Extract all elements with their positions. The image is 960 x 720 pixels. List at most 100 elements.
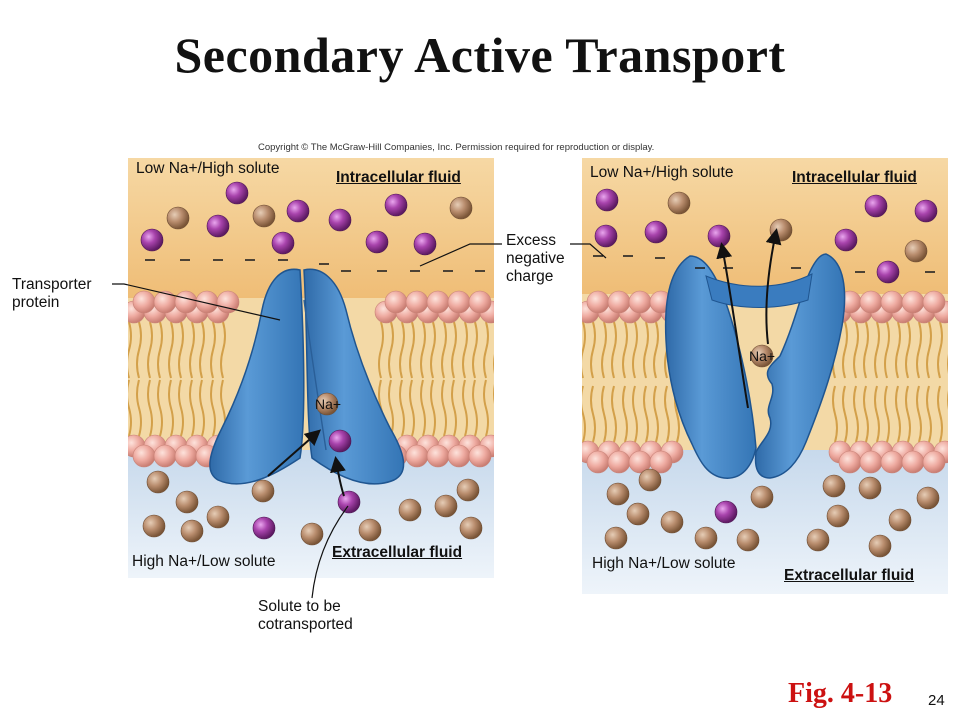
lipid-tail [582, 321, 586, 379]
excess-leader-left [419, 243, 502, 267]
lipid-tail [622, 385, 628, 443]
lipid-tail [926, 321, 932, 379]
solute-molecule-icon [384, 193, 408, 217]
sodium-ion-icon [459, 516, 483, 540]
lipid-head [216, 290, 240, 314]
left-sodium-label: Na+ [315, 396, 342, 412]
sodium-ion-icon [667, 191, 691, 215]
lipid-tail [399, 321, 405, 379]
callout-line: charge [506, 268, 554, 285]
lipid-head [447, 444, 471, 468]
sodium-ion-icon [694, 526, 718, 550]
lipid-head [901, 450, 925, 474]
solute-molecule-icon [834, 228, 858, 252]
callout-line: Solute to be [258, 598, 341, 615]
sodium-ion-icon [736, 528, 760, 552]
lipid-tail [388, 379, 394, 437]
lipid-tail [147, 379, 153, 437]
lipid-tail [582, 385, 586, 443]
right-top-condition: Low Na+/High solute [590, 164, 734, 181]
lipid-head [922, 290, 946, 314]
solute-molecule-icon [876, 260, 900, 284]
lipid-tail [895, 321, 901, 379]
solute-molecule-icon [914, 199, 938, 223]
sodium-ion-icon [142, 514, 166, 538]
lipid-head [607, 450, 631, 474]
sodium-ion-icon [660, 510, 684, 534]
sodium-ion-icon [750, 485, 774, 509]
solute-molecule-icon [225, 181, 249, 205]
sodium-ion-icon [750, 344, 774, 368]
lipid-head [649, 450, 673, 474]
sodium-ion-icon [175, 490, 199, 514]
panel-closed-transporter [128, 158, 494, 578]
lipid-tail [916, 385, 922, 443]
lipid-tail [611, 385, 617, 443]
page-number: 24 [928, 692, 945, 709]
panel-open-transporter [582, 158, 948, 594]
ions-left [140, 181, 483, 546]
callout-line: cotransported [258, 616, 353, 633]
lipid-head [426, 290, 450, 314]
lipid-tail [611, 321, 617, 379]
lipid-tail [916, 321, 922, 379]
lipid-tail [168, 321, 174, 379]
ions-right [594, 188, 940, 558]
lipid-tail [462, 379, 468, 437]
lipid-head [586, 450, 610, 474]
transporter-callout: Transporter protein [12, 276, 92, 312]
lipid-tail [210, 321, 216, 379]
lipid-tail [147, 321, 153, 379]
lipid-tail [136, 321, 142, 379]
lipid-tail [905, 385, 911, 443]
lipid-head [859, 450, 883, 474]
lipid-tail [874, 321, 880, 379]
lipid-tail [863, 321, 869, 379]
transporter-protein [209, 268, 405, 485]
solute-molecule-icon [707, 224, 731, 248]
sodium-ion-icon [300, 522, 324, 546]
sodium-ion-icon [166, 206, 190, 230]
lipid-head [880, 450, 904, 474]
lipid-tail [926, 385, 932, 443]
lipid-tail [128, 379, 132, 437]
lipid-head [426, 444, 450, 468]
left-top-condition: Low Na+/High solute [136, 160, 280, 177]
lipid-tail [632, 385, 638, 443]
sodium-ion-icon [358, 518, 382, 542]
solute-molecule-icon [864, 194, 888, 218]
lipid-tail [189, 379, 195, 437]
sodium-ion-icon [822, 474, 846, 498]
lipid-head [880, 290, 904, 314]
sodium-ion-icon [626, 502, 650, 526]
sodium-ion-icon [252, 204, 276, 228]
right-bottom-condition: High Na+/Low solute [592, 555, 736, 572]
lipid-tail [622, 321, 628, 379]
lipid-tail [189, 321, 195, 379]
lipid-head [384, 290, 408, 314]
lipid-head [195, 290, 219, 314]
right-extracellular-label: Extracellular fluid [784, 567, 915, 584]
lipid-tail [420, 379, 426, 437]
solute-molecule-icon [714, 500, 738, 524]
lipid-tail [842, 321, 848, 379]
sodium-ion-icon [146, 470, 170, 494]
lipid-tail [462, 321, 468, 379]
solute-molecule-icon [252, 516, 276, 540]
lipid-tail [643, 321, 649, 379]
sodium-ion-icon [916, 486, 940, 510]
solute-molecule-icon [271, 231, 295, 255]
lipid-tail [178, 321, 184, 379]
lipid-tail [842, 385, 848, 443]
sodium-exit-arrow [765, 228, 782, 345]
lipid-tail [472, 379, 478, 437]
transporter-protein-open [664, 253, 846, 479]
lipid-head [859, 290, 883, 314]
left-intracellular-label: Intracellular fluid [336, 169, 461, 186]
lipid-tail [441, 321, 447, 379]
lipid-head [468, 444, 492, 468]
callout-line: Excess [506, 232, 556, 249]
sodium-ion-icon [826, 504, 850, 528]
negative-charges [145, 259, 485, 272]
lipid-head [901, 290, 925, 314]
